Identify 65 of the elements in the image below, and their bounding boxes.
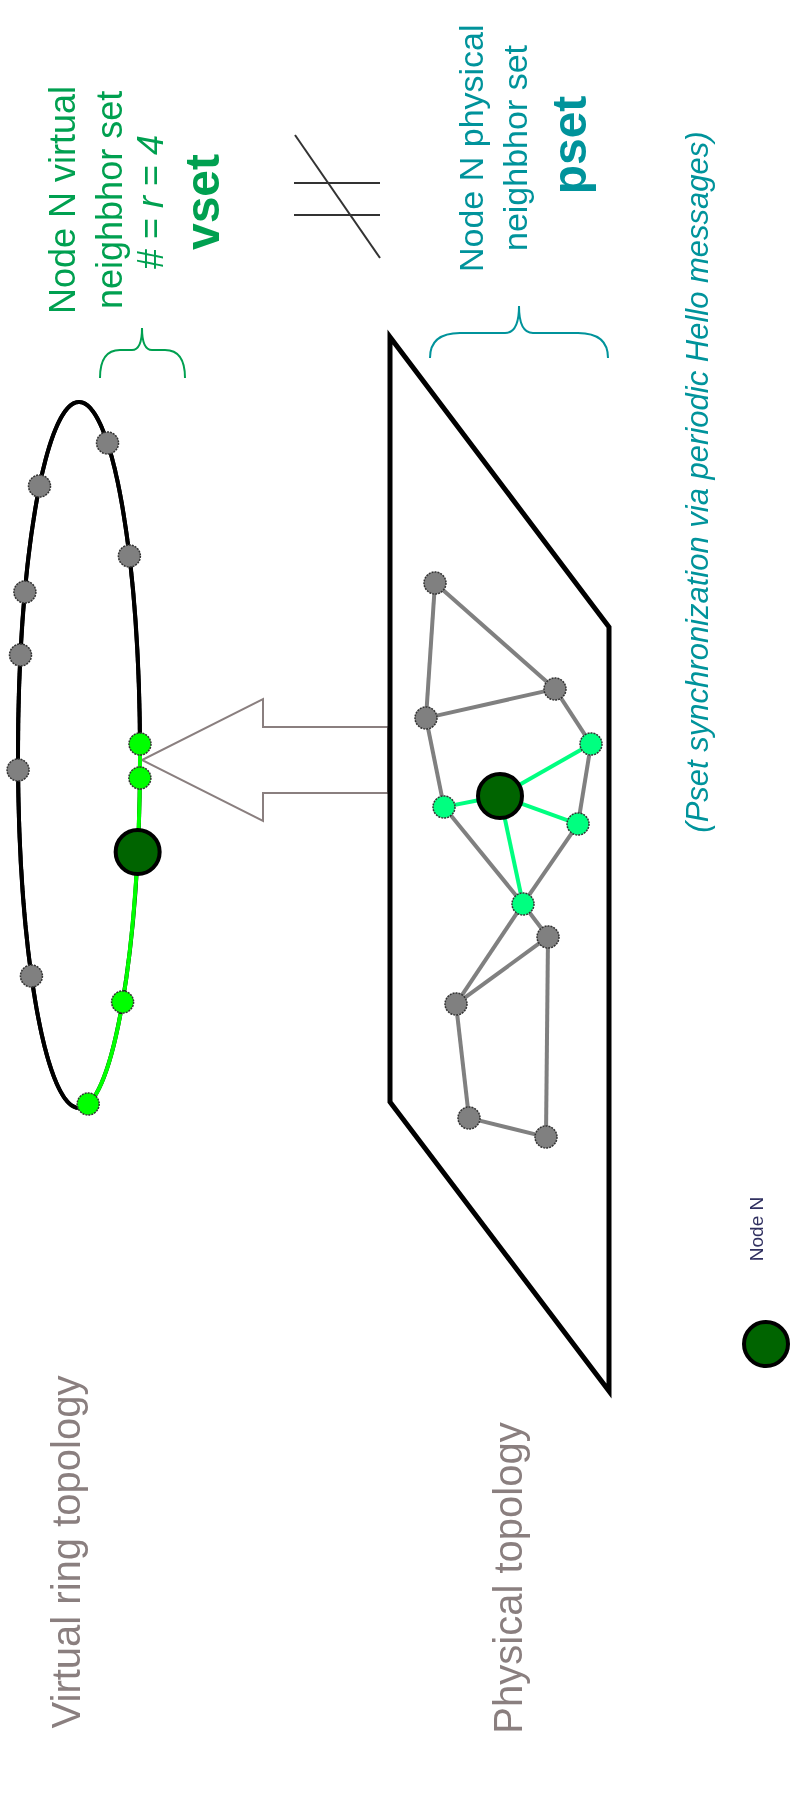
node-circle — [117, 544, 142, 568]
node-circle — [95, 431, 120, 455]
set-size-formula: # = r = 4 — [129, 134, 172, 270]
node-circle — [128, 732, 152, 756]
node-circle — [128, 766, 152, 790]
ring-segment — [136, 787, 142, 831]
node-circle — [444, 992, 468, 1016]
ring-outline — [6, 400, 162, 1116]
link-line — [528, 911, 543, 930]
link-line — [479, 1118, 536, 1137]
node-n-circle — [476, 772, 524, 820]
node-circle — [13, 580, 37, 604]
ring-segment — [128, 566, 142, 733]
set-description: Node N virtual neighbhor set — [41, 84, 130, 317]
link-line — [441, 588, 549, 684]
node-circle — [457, 1106, 481, 1130]
block-arrow — [139, 697, 389, 823]
ring-segment — [108, 452, 130, 546]
node-circle — [19, 964, 44, 988]
link-line — [460, 912, 519, 996]
topology-caption: Physical topology — [485, 1422, 531, 1734]
set-description: Node N physical neighbhor set — [450, 23, 535, 274]
node-circle — [423, 571, 447, 595]
topology-caption: Virtual ring topology — [43, 1375, 89, 1729]
node-n-circle — [113, 828, 162, 876]
link-line — [426, 728, 444, 797]
link-line — [518, 747, 583, 787]
set-name: vset — [174, 153, 230, 251]
set-name: pset — [541, 95, 597, 195]
link-line — [502, 817, 523, 894]
link-line — [520, 801, 569, 823]
ring-segment — [23, 496, 40, 582]
link-line — [449, 814, 518, 897]
ring-segment — [122, 873, 139, 992]
node-circle — [566, 812, 590, 836]
node-circle — [543, 677, 567, 701]
node-circle — [110, 990, 135, 1014]
node-circle — [6, 758, 30, 782]
link-line — [424, 593, 437, 708]
node-circle — [27, 474, 52, 498]
link-line — [436, 689, 545, 718]
node-circle — [8, 643, 33, 667]
ring-segment — [93, 1013, 123, 1097]
ring-segment — [39, 400, 106, 476]
link-line — [559, 697, 587, 736]
ring-segment — [138, 753, 142, 769]
ring-segment — [31, 987, 79, 1110]
ring-segment — [16, 781, 32, 965]
node-circle — [414, 706, 438, 730]
link-line — [544, 947, 550, 1127]
node-circle — [536, 925, 560, 949]
link-line — [577, 754, 592, 814]
ring-segment — [19, 601, 26, 646]
ring-segment — [16, 665, 22, 760]
link-line — [463, 941, 541, 1000]
node-circle — [579, 732, 603, 756]
synchronization-note: (Pset synchronization via periodic Hello messages) — [678, 131, 716, 833]
node-circle — [432, 795, 456, 819]
node-circle — [534, 1125, 558, 1149]
plane-outline — [387, 329, 612, 1399]
link-line — [527, 831, 574, 897]
node-circle — [76, 1092, 100, 1116]
link-line — [455, 1014, 470, 1108]
node-circle — [511, 892, 535, 916]
legend-label: Node N — [744, 1196, 768, 1262]
